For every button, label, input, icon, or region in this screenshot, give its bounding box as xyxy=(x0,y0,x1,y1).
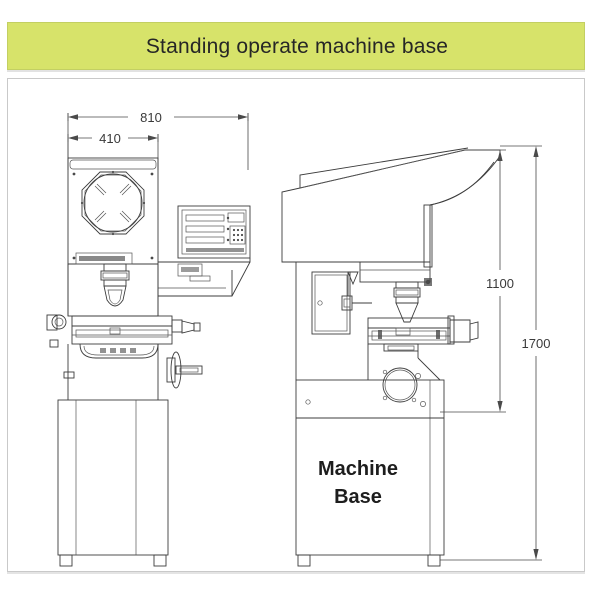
drawing-frame xyxy=(7,78,585,572)
title-band: Standing operate machine base xyxy=(7,22,585,70)
title-band-shadow xyxy=(7,70,585,72)
page-title: Standing operate machine base xyxy=(145,35,449,58)
drawing-frame-shadow xyxy=(7,572,585,574)
